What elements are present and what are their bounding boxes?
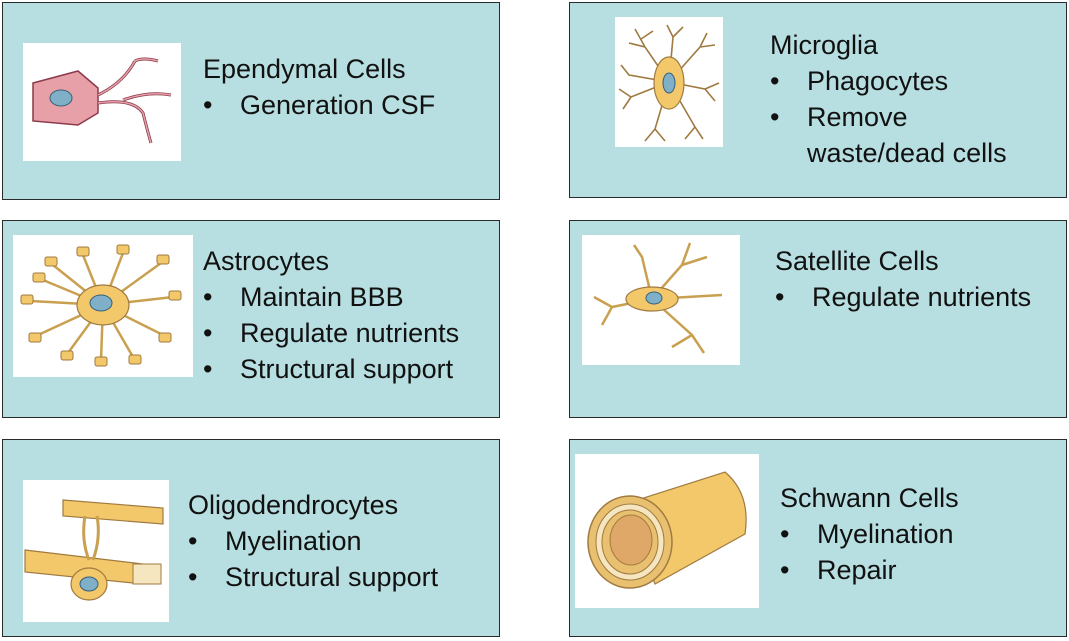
astrocyte-bullet-1: Maintain BBB	[203, 279, 459, 315]
astrocyte-bullet-3: Structural support	[203, 351, 459, 387]
satellite-bullet: Regulate nutrients	[775, 279, 1031, 315]
astrocyte-title: Astrocytes	[203, 246, 330, 276]
satellite-text: Satellite Cells Regulate nutrients	[775, 243, 1031, 315]
oligodendrocyte-bullet-2: Structural support	[188, 559, 438, 595]
astrocyte-card: Astrocytes Maintain BBB Regulate nutrien…	[2, 220, 500, 418]
oligodendrocyte-icon	[23, 480, 169, 622]
satellite-cell-icon	[582, 235, 740, 365]
schwann-bullet-1: Myelination	[780, 516, 959, 552]
microglia-card: Microglia Phagocytes Remove waste/dead c…	[569, 2, 1067, 198]
microglia-text: Microglia Phagocytes Remove waste/dead c…	[770, 27, 1047, 171]
microglia-icon	[615, 17, 723, 147]
oligodendrocyte-text: Oligodendrocytes Myelination Structural …	[188, 487, 438, 595]
microglia-title: Microglia	[770, 30, 879, 60]
ependymal-card: Ependymal Cells Generation CSF	[2, 2, 500, 200]
satellite-card: Satellite Cells Regulate nutrients	[569, 220, 1067, 418]
oligodendrocyte-bullet-1: Myelination	[188, 523, 438, 559]
schwann-text: Schwann Cells Myelination Repair	[780, 480, 959, 588]
microglia-bullet-1: Phagocytes	[770, 63, 1047, 99]
schwann-cell-icon	[575, 454, 759, 608]
astrocyte-icon	[13, 235, 193, 377]
schwann-bullet-2: Repair	[780, 552, 959, 588]
ependymal-title: Ependymal Cells	[203, 54, 406, 84]
schwann-title: Schwann Cells	[780, 483, 959, 513]
satellite-title: Satellite Cells	[775, 246, 939, 276]
schwann-card: Schwann Cells Myelination Repair	[569, 439, 1067, 637]
microglia-bullet-2: Remove waste/dead cells	[770, 99, 1047, 171]
ependymal-text: Ependymal Cells Generation CSF	[203, 51, 435, 123]
ependymal-bullet: Generation CSF	[203, 87, 435, 123]
oligodendrocyte-card: Oligodendrocytes Myelination Structural …	[2, 439, 500, 637]
astrocyte-text: Astrocytes Maintain BBB Regulate nutrien…	[203, 243, 459, 387]
ependymal-cell-icon	[23, 43, 181, 161]
oligodendrocyte-title: Oligodendrocytes	[188, 490, 399, 520]
astrocyte-bullet-2: Regulate nutrients	[203, 315, 459, 351]
